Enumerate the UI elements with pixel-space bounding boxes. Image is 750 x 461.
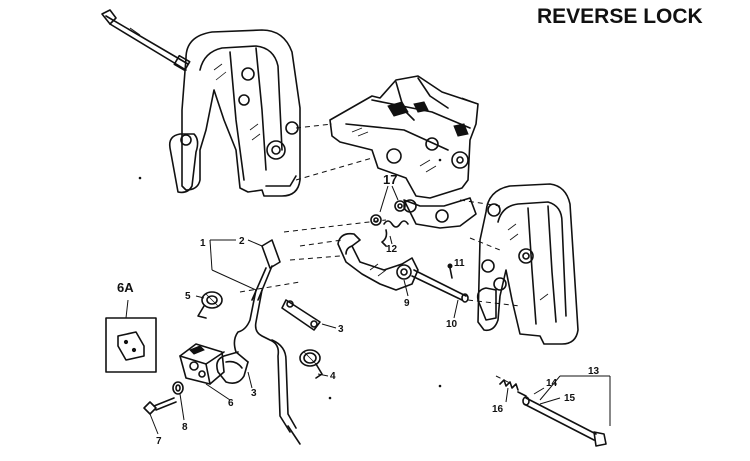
callout-3-lever: 3 [251, 388, 257, 399]
part-11-screw [447, 263, 453, 279]
part-16-spring [499, 379, 519, 391]
part-3-link-bar [281, 299, 321, 331]
callout-15: 15 [564, 393, 576, 404]
scan-specks [138, 158, 442, 400]
leader-lines [195, 235, 561, 405]
swivel-bracket [329, 75, 479, 229]
callout-14: 14 [546, 378, 558, 389]
callout-10: 10 [446, 319, 458, 330]
callout-2: 2 [239, 236, 245, 247]
part-10-pivot-pin [411, 269, 469, 303]
part-13-bracket [539, 375, 611, 426]
part-6a-inset [105, 299, 157, 373]
callout-12: 12 [386, 244, 398, 255]
part-6-bracket-block [179, 343, 225, 385]
part-4-coil-spring [299, 349, 323, 379]
part-1-bracket [209, 239, 263, 291]
callout-17: 17 [383, 172, 397, 187]
callout-7: 7 [156, 436, 162, 447]
part-8-washer [172, 381, 185, 421]
right-clamp-bracket [476, 183, 579, 345]
callout-labels: 1 2 3 3 4 5 6 6A 7 8 9 10 11 12 13 14 15… [117, 172, 600, 447]
part-3-lever-rod [216, 289, 301, 445]
part-9-reverse-lock-hook [337, 232, 419, 291]
callout-9: 9 [404, 298, 410, 309]
callout-6a: 6A [117, 280, 134, 295]
part-7-bolt [143, 397, 177, 435]
callout-3-link: 3 [338, 324, 344, 335]
part-17-spring-washers [370, 185, 409, 247]
callout-5: 5 [185, 291, 191, 302]
callout-13: 13 [588, 366, 600, 377]
callout-11: 11 [454, 258, 465, 269]
callout-4: 4 [330, 371, 336, 382]
alignment-lines [239, 123, 521, 385]
callout-8: 8 [182, 422, 188, 433]
part-13-rod [522, 396, 607, 447]
part-5-torsion-spring [197, 291, 223, 319]
callout-6: 6 [228, 398, 234, 409]
callout-1: 1 [200, 238, 206, 249]
part-14-pin [517, 391, 527, 397]
tilt-rod [101, 9, 191, 72]
callout-16: 16 [492, 404, 504, 415]
diagram-title: REVERSE LOCK [537, 5, 703, 28]
left-clamp-bracket [168, 29, 301, 197]
